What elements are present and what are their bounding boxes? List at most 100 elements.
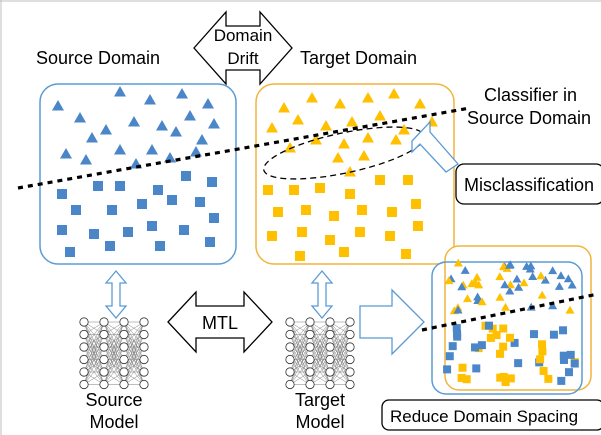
source-square-marker — [65, 247, 75, 257]
network-node — [325, 354, 335, 365]
source-triangle-marker — [144, 94, 156, 105]
source-square-marker — [209, 213, 219, 223]
reduce-domain-spacing-box — [381, 399, 601, 431]
reduce-domain-spacing-label: Reduce Domain Spacing — [390, 407, 578, 426]
target-square-marker — [267, 231, 277, 241]
network-node — [285, 317, 295, 327]
adapted-square-marker — [496, 373, 505, 382]
network-edge — [83, 321, 105, 348]
network-edge — [309, 321, 331, 348]
network-node — [119, 367, 129, 377]
network-node — [285, 354, 295, 365]
adapted-square-marker — [559, 355, 568, 364]
source-model-network-icon — [79, 317, 149, 390]
network-node — [305, 329, 315, 340]
source-model-link-arrow — [104, 269, 128, 320]
adapted-triangle-marker — [495, 272, 505, 281]
source-triangle-marker — [176, 88, 188, 99]
network-edge — [329, 334, 351, 385]
adapted-triangle-marker — [453, 305, 463, 314]
network-node — [139, 329, 149, 340]
adapted-triangle-marker — [563, 274, 573, 283]
target-square-marker — [385, 231, 395, 241]
adapted-square-marker — [559, 351, 568, 360]
source-triangle-marker — [52, 100, 64, 111]
source-square-marker — [123, 227, 133, 237]
network-edge — [309, 346, 331, 385]
adapted-triangle-marker — [536, 271, 546, 280]
adapted-square-marker — [477, 341, 486, 350]
adapted-square-marker — [448, 342, 457, 351]
target-triangle-marker — [310, 134, 322, 145]
network-node — [139, 367, 149, 377]
adapted-triangle-marker — [505, 286, 515, 295]
network-node — [99, 367, 109, 377]
source-square-marker — [71, 205, 81, 215]
network-node — [139, 354, 149, 365]
source-square-marker — [205, 237, 215, 247]
network-node — [345, 342, 355, 352]
network-node — [285, 379, 295, 390]
adapted-triangle-marker — [556, 271, 566, 280]
target-triangle-marker — [278, 102, 290, 113]
target-domain-samples — [263, 88, 438, 261]
adapted-domain-samples — [443, 258, 579, 387]
adapted-triangle-marker — [444, 276, 454, 285]
target-triangle-marker — [266, 122, 278, 133]
target-square-marker — [325, 235, 335, 245]
adapted-square-marker — [452, 324, 461, 333]
target-square-marker — [355, 227, 365, 237]
source-model-label-line2: Model — [89, 412, 138, 432]
network-edge — [329, 321, 351, 373]
source-square-marker — [167, 195, 177, 205]
adapted-square-marker — [510, 338, 519, 347]
domain-drift-arrow: Domain Drift — [193, 10, 293, 86]
adapted-square-marker — [499, 342, 508, 351]
adapted-triangle-marker — [500, 280, 510, 289]
source-square-marker — [89, 229, 99, 239]
network-node — [305, 379, 315, 390]
adapted-square-marker — [544, 374, 553, 383]
adapted-square-marker — [549, 330, 558, 339]
network-node — [305, 354, 315, 365]
network-edge — [103, 334, 125, 385]
source-square-marker — [137, 199, 147, 209]
adapted-triangle-marker — [514, 282, 524, 291]
source-triangle-marker — [114, 86, 126, 97]
adapted-square-marker — [462, 375, 471, 384]
source-triangle-marker — [128, 116, 140, 127]
target-square-marker — [273, 207, 283, 217]
network-edge — [103, 359, 125, 385]
adapted-triangle-marker — [554, 281, 564, 290]
target-model-label-line2: Model — [295, 412, 344, 432]
network-edge — [103, 346, 125, 385]
network-edge — [289, 321, 311, 373]
source-domain-title: Source Domain — [36, 48, 160, 68]
adapted-square-marker — [457, 373, 466, 382]
source-triangle-marker — [100, 124, 112, 135]
target-model-label-line1: Target — [295, 390, 345, 410]
network-node — [139, 342, 149, 352]
network-node — [79, 317, 89, 327]
adapted-triangle-marker — [472, 272, 482, 281]
target-triangle-marker — [346, 116, 358, 127]
source-square-marker — [181, 171, 191, 181]
source-square-marker — [105, 241, 115, 251]
network-node — [99, 379, 109, 390]
source-square-marker — [155, 241, 165, 251]
source-square-marker — [57, 189, 67, 199]
misclassification-box — [455, 163, 601, 205]
target-triangle-marker — [390, 134, 402, 145]
target-model-network-icon — [285, 317, 355, 390]
source-triangle-marker — [190, 146, 202, 157]
adapted-triangle-marker — [500, 302, 510, 311]
network-edge — [309, 359, 331, 385]
network-node — [345, 329, 355, 340]
target-square-marker — [357, 205, 367, 215]
adapted-triangle-marker — [528, 272, 538, 280]
misclassification-arrow — [411, 120, 459, 173]
target-triangle-marker — [306, 92, 318, 103]
source-triangle-marker — [164, 152, 176, 163]
adapted-triangle-marker — [462, 294, 472, 303]
target-triangle-marker — [362, 92, 374, 103]
